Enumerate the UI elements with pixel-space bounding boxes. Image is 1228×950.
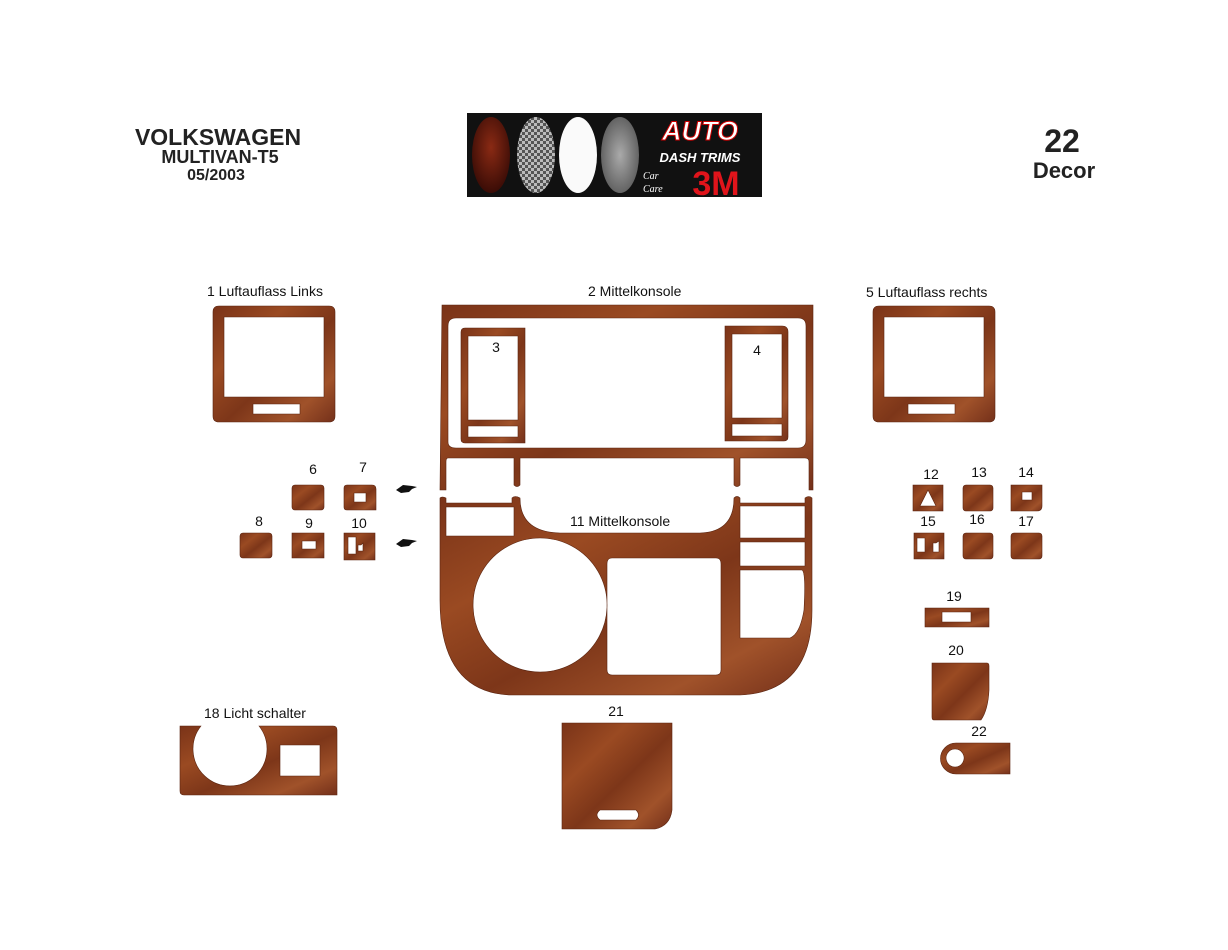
part-label: 4 bbox=[753, 342, 761, 358]
part-22: 22 bbox=[940, 723, 1011, 775]
part-label: 5 Luftauflass rechts bbox=[866, 284, 987, 300]
part-label: 15 bbox=[920, 513, 936, 529]
part-label: 6 bbox=[309, 461, 317, 477]
part-label: 7 bbox=[359, 459, 367, 475]
part-label: 16 bbox=[969, 511, 985, 527]
part-13: 13 bbox=[962, 464, 994, 512]
pointing-hand-icon bbox=[396, 485, 417, 493]
part-18-light-switch: 18 Licht schalter bbox=[179, 705, 338, 796]
part-label: 11 Mittelkonsole bbox=[570, 513, 670, 529]
part-label: 20 bbox=[948, 642, 964, 658]
part-label: 2 Mittelkonsole bbox=[588, 283, 682, 299]
part-label: 22 bbox=[971, 723, 987, 739]
part-20: 20 bbox=[931, 642, 990, 721]
part-label: 19 bbox=[946, 588, 962, 604]
part-label: 10 bbox=[351, 515, 367, 531]
part-15: 15 bbox=[913, 513, 945, 560]
logo-text-care: Care bbox=[643, 184, 663, 195]
vehicle-title: VOLKSWAGEN MULTIVAN-T5 05/2003 bbox=[135, 124, 301, 184]
part-label: 17 bbox=[1018, 513, 1034, 529]
wood-sample-icon bbox=[472, 117, 510, 193]
part-14: 14 bbox=[1010, 464, 1043, 512]
logo-text-auto: AUTO bbox=[661, 116, 738, 146]
part-label: 9 bbox=[305, 515, 313, 531]
part-label: 14 bbox=[1018, 464, 1034, 480]
part-10: 10 bbox=[343, 515, 376, 561]
white-sample-icon bbox=[559, 117, 597, 193]
part-16: 16 bbox=[962, 511, 994, 560]
part-11-center-console-lower: 11 Mittelkonsole bbox=[439, 496, 813, 696]
part-label: 18 Licht schalter bbox=[204, 705, 306, 721]
part-12: 12 bbox=[912, 466, 944, 512]
part-5-air-vent-right: 5 Luftauflass rechts bbox=[866, 284, 996, 423]
part-4-trim: 4 bbox=[724, 325, 789, 442]
part-1-air-vent-left: 1 Luftauflass Links bbox=[207, 283, 336, 423]
part-8: 8 bbox=[239, 513, 273, 559]
part-17: 17 bbox=[1010, 513, 1043, 560]
vehicle-make: VOLKSWAGEN bbox=[135, 124, 301, 150]
part-9: 9 bbox=[291, 515, 325, 559]
part-3-trim: 3 bbox=[460, 327, 526, 444]
part-2-center-console-upper: 2 Mittelkonsole bbox=[439, 283, 814, 491]
part-label: 21 bbox=[608, 703, 624, 719]
piece-count: 22 Decor bbox=[1033, 123, 1096, 183]
part-7: 7 bbox=[343, 459, 377, 511]
carbon-sample-icon bbox=[517, 117, 555, 193]
part-label: 8 bbox=[255, 513, 263, 529]
part-label: 12 bbox=[923, 466, 939, 482]
pointing-hand-icon bbox=[396, 539, 417, 547]
auto-dash-trims-logo: AUTO DASH TRIMS Car Care 3M bbox=[467, 113, 762, 203]
part-label: 1 Luftauflass Links bbox=[207, 283, 323, 299]
piece-count-label: Decor bbox=[1033, 158, 1096, 183]
granite-sample-icon bbox=[601, 117, 639, 193]
part-label: 13 bbox=[971, 464, 987, 480]
logo-text-3m: 3M bbox=[692, 165, 739, 203]
part-6: 6 bbox=[291, 461, 325, 511]
piece-count-number: 22 bbox=[1044, 123, 1080, 159]
logo-text-car: Car bbox=[643, 171, 659, 182]
part-21: 21 bbox=[561, 703, 673, 830]
part-19: 19 bbox=[924, 588, 990, 628]
logo-text-dash-trims: DASH TRIMS bbox=[660, 150, 741, 165]
vehicle-model: MULTIVAN-T5 bbox=[161, 147, 278, 167]
vehicle-date: 05/2003 bbox=[187, 167, 245, 184]
part-label: 3 bbox=[492, 339, 500, 355]
